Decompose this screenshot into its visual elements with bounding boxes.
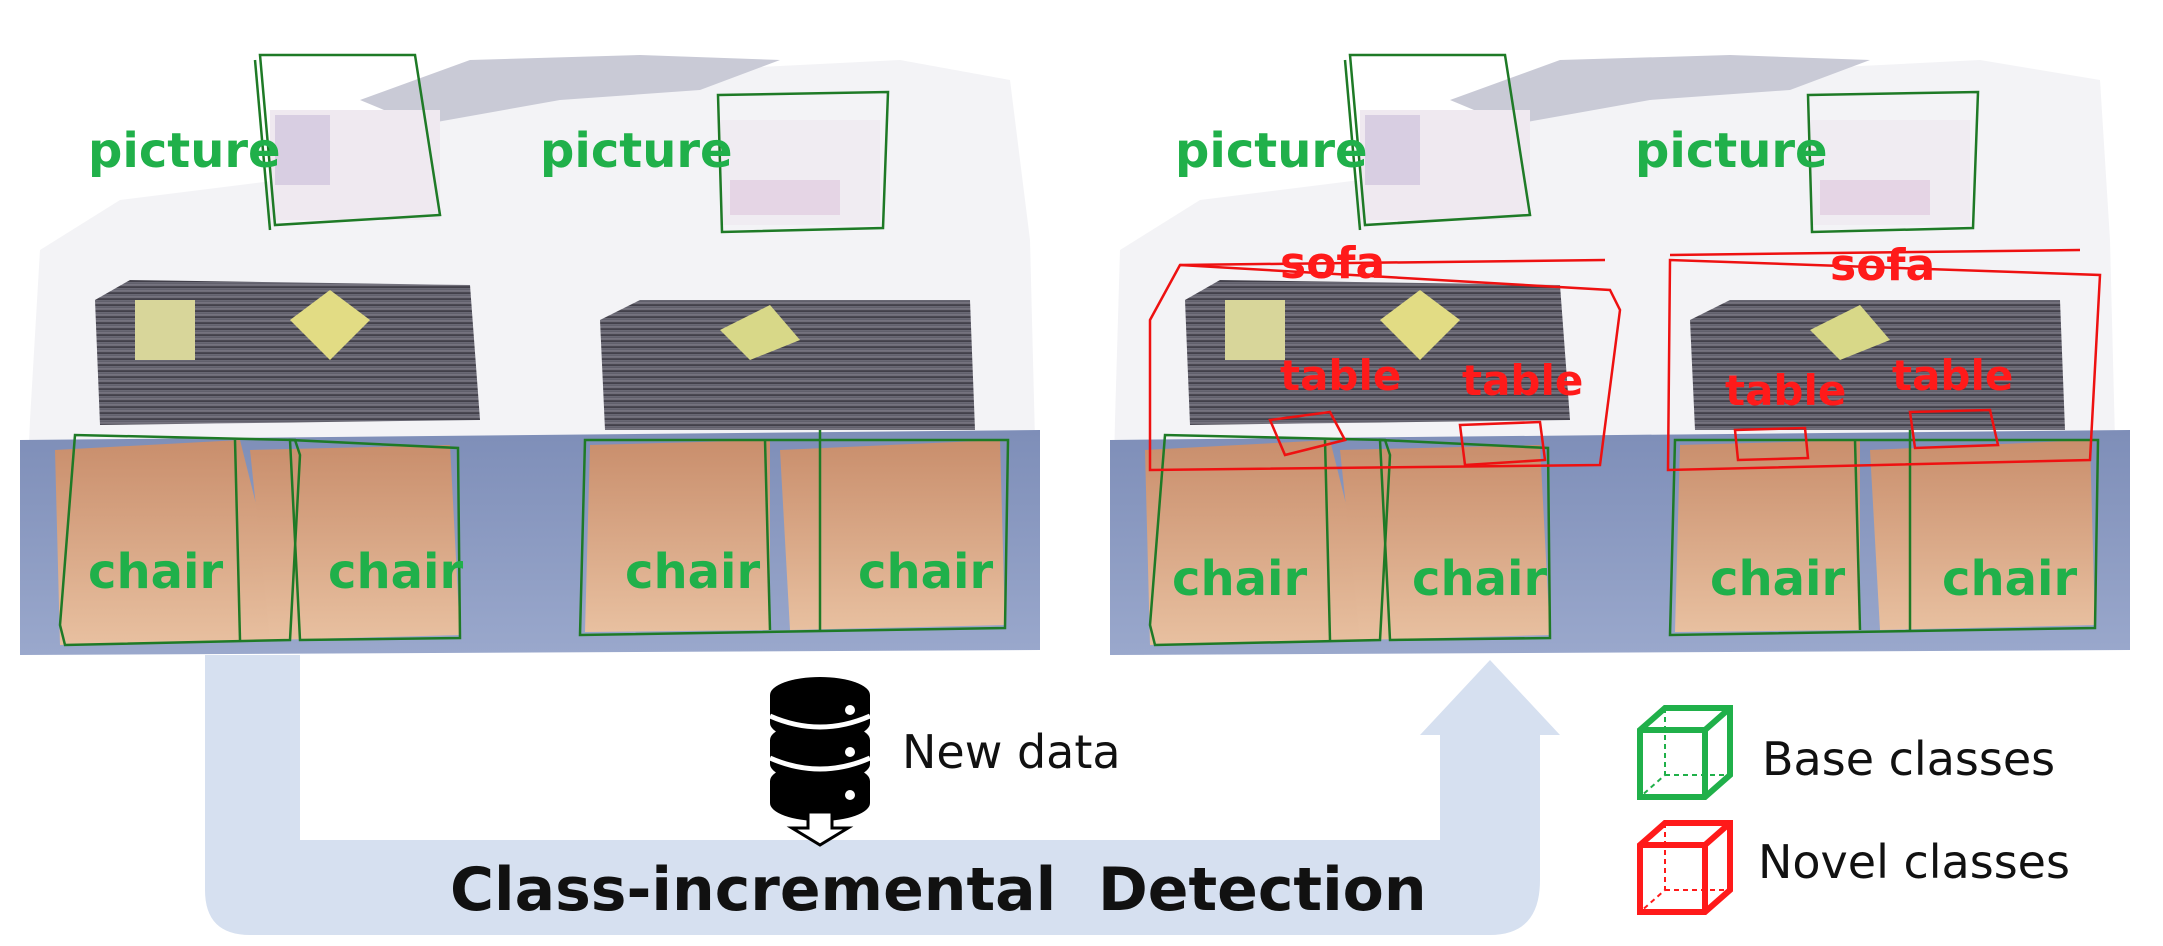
diagram-title: Class-incremental Detection [450, 855, 1427, 925]
base-boxes-right [1148, 53, 2100, 647]
label-table-right-3: table [1725, 366, 1846, 415]
new-data-label: New data [902, 725, 1121, 779]
base-cube-icon [1637, 705, 1733, 800]
label-picture-left-1: picture [88, 123, 281, 179]
label-chair-left-2: chair [328, 544, 463, 600]
label-chair-left-1: chair [88, 544, 223, 600]
scene-left: picture picture chair chair chair chair [20, 53, 1040, 655]
chair-right-1 [1145, 440, 1380, 645]
sofa-left-2 [600, 300, 975, 430]
label-sofa-right-2: sofa [1830, 240, 1935, 291]
sofa-right-2 [1690, 300, 2065, 430]
label-table-right-1: table [1280, 351, 1401, 400]
label-table-right-4: table [1892, 351, 2013, 400]
label-picture-left-2: picture [540, 123, 733, 179]
chair-right-4 [1870, 440, 2095, 630]
chair-left-4 [780, 440, 1005, 630]
novel-cube-icon [1637, 820, 1733, 915]
label-chair-right-4: chair [1942, 551, 2077, 607]
label-chair-right-2: chair [1412, 551, 1547, 607]
down-arrow-icon [786, 810, 854, 847]
label-table-right-2: table [1462, 356, 1583, 405]
label-chair-right-1: chair [1172, 551, 1307, 607]
label-chair-left-3: chair [625, 544, 760, 600]
label-picture-right-2: picture [1635, 123, 1828, 179]
base-boxes-left [58, 53, 1010, 647]
legend-base-label: Base classes [1762, 732, 2055, 786]
chair-left-2 [250, 445, 460, 640]
label-chair-left-4: chair [858, 544, 993, 600]
legend-novel-label: Novel classes [1758, 835, 2070, 889]
chair-right-3 [1675, 440, 1860, 632]
label-picture-right-1: picture [1175, 123, 1368, 179]
label-sofa-right-1: sofa [1280, 238, 1385, 289]
scene-right-ceiling [1450, 55, 1870, 125]
chair-left-3 [585, 440, 770, 632]
novel-boxes-right [1148, 248, 2102, 472]
label-chair-right-3: chair [1710, 551, 1845, 607]
flow-arrow [205, 655, 1560, 935]
database-icon [768, 677, 872, 821]
legend: Base classes Novel classes [1637, 705, 2070, 915]
scene-left-ceiling [360, 55, 780, 125]
chair-right-2 [1340, 445, 1550, 640]
chair-left-1 [55, 440, 290, 645]
scene-right: picture picture sofa sofa table table ta… [1110, 53, 2130, 655]
